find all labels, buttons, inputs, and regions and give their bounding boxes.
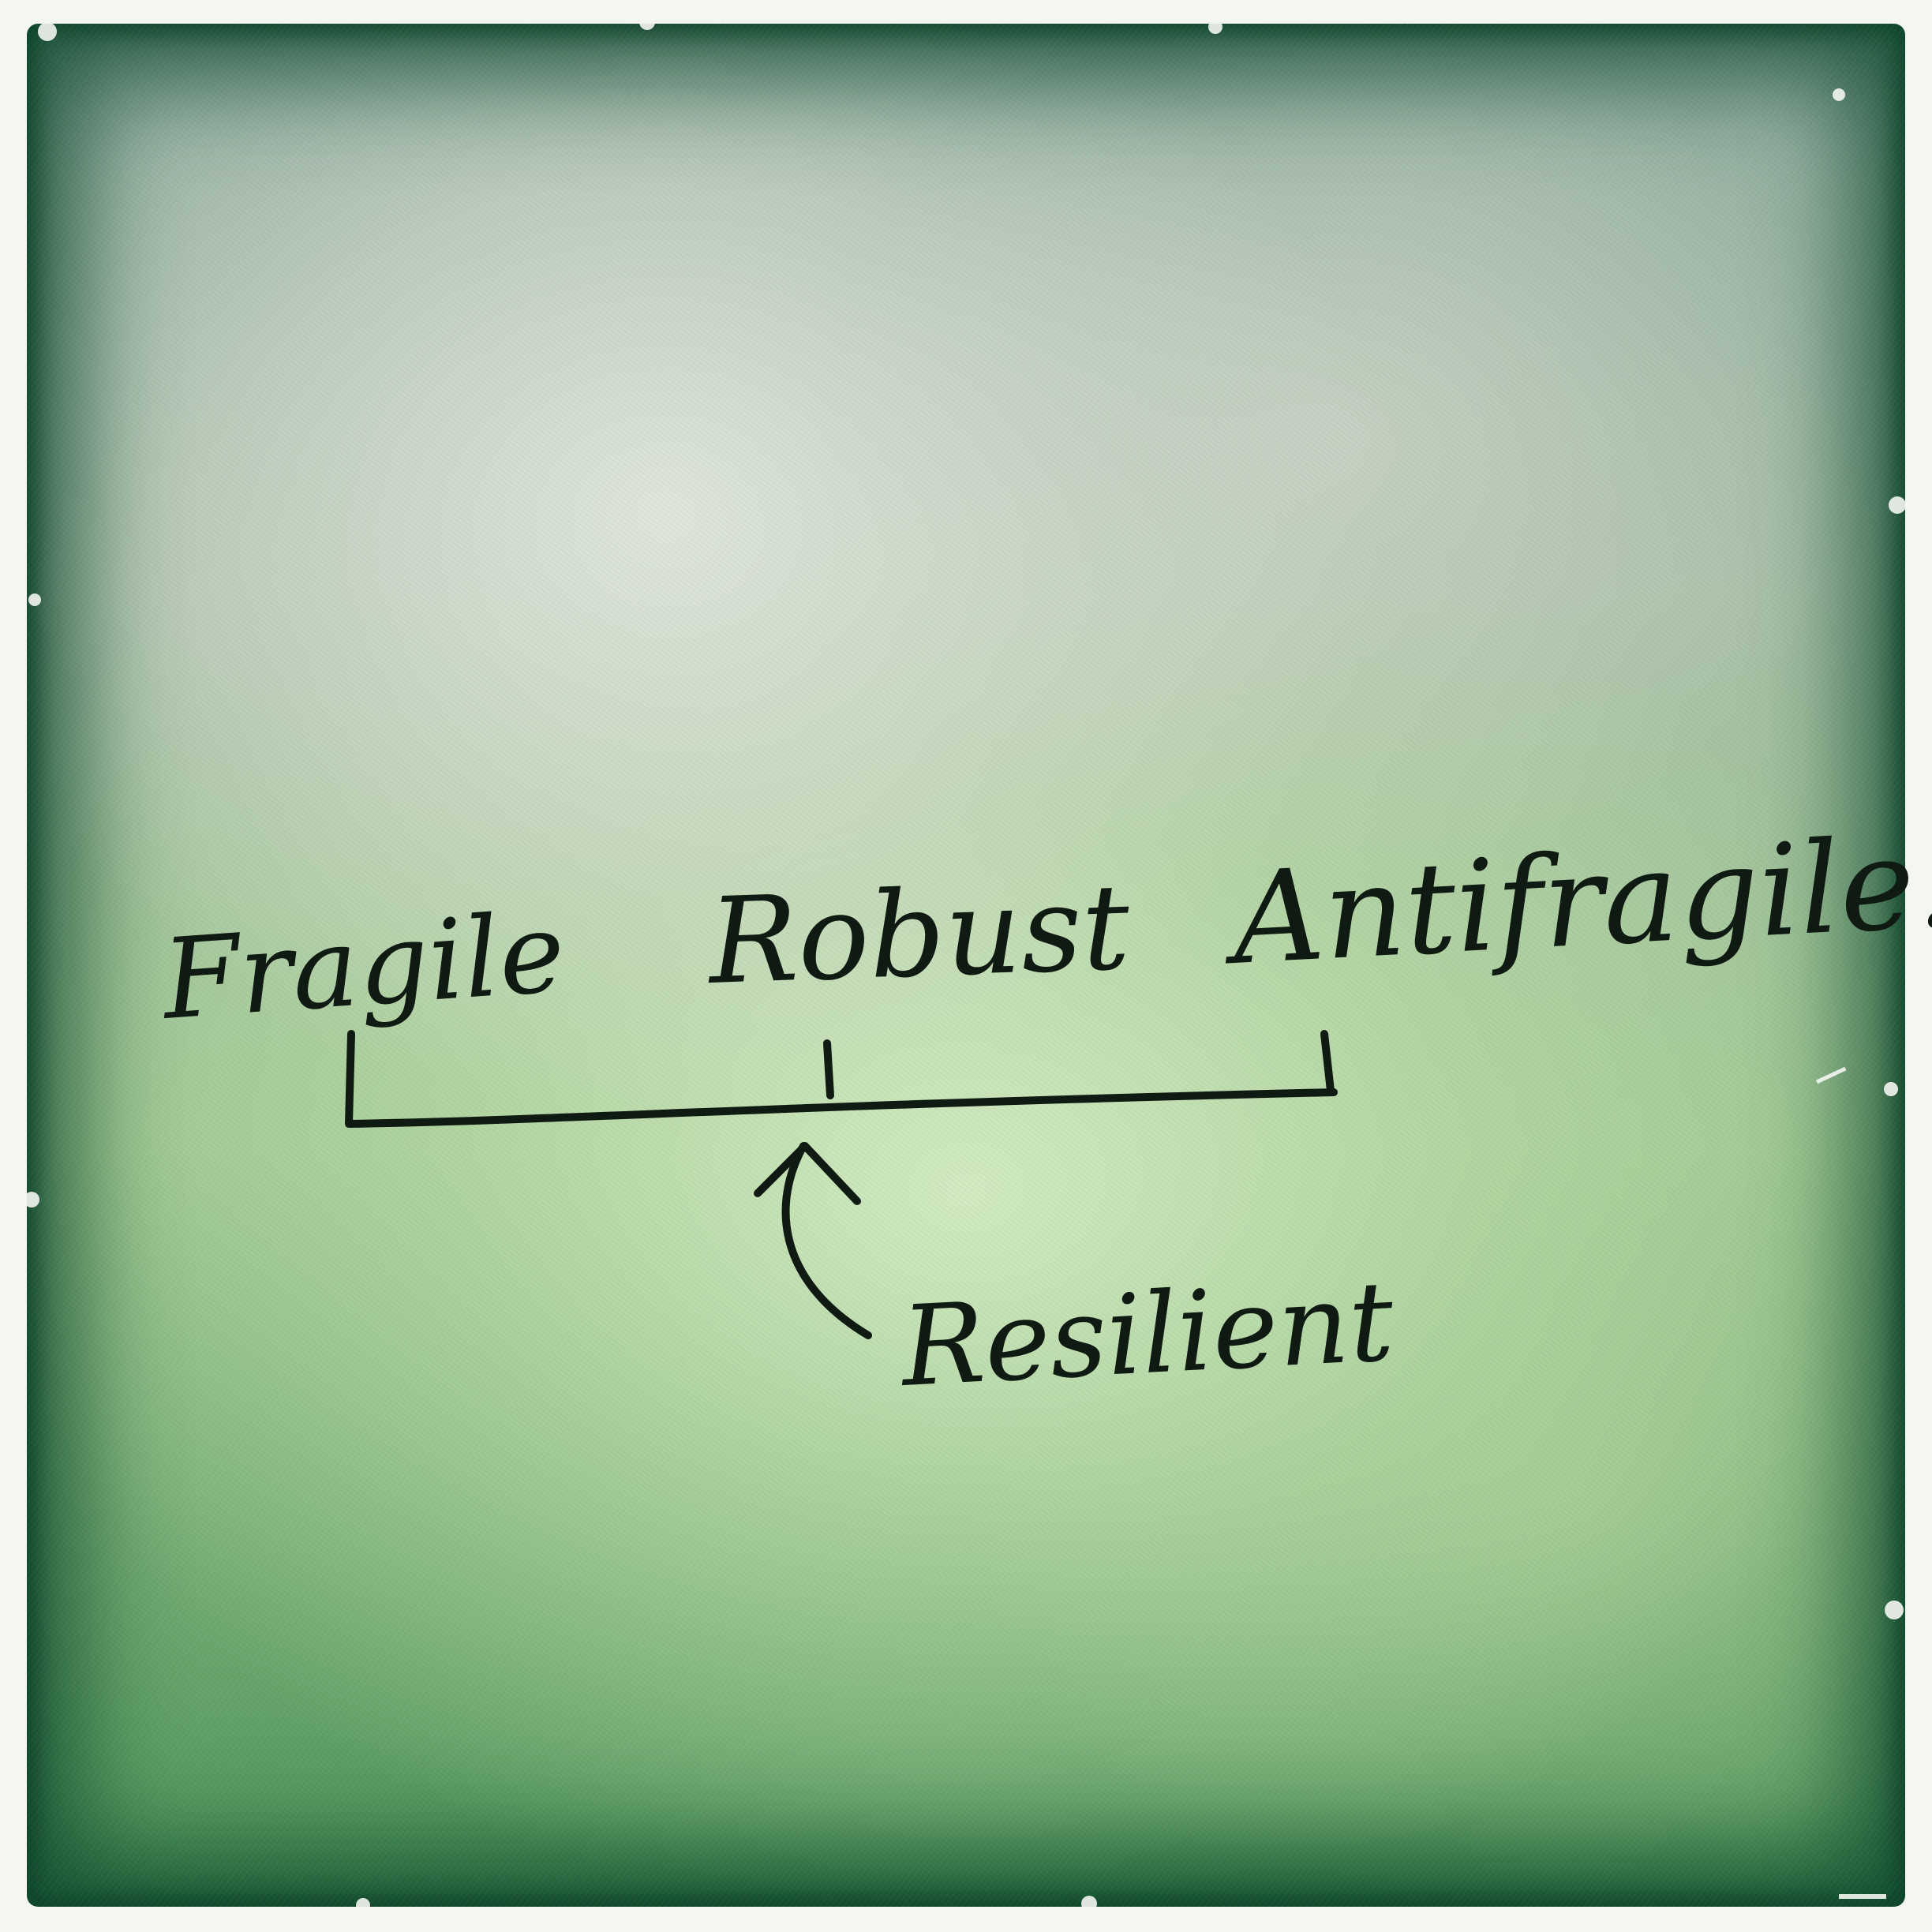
label-resilient: Resilient — [896, 1257, 1397, 1412]
label-antifragile: Antifragile. — [1219, 807, 1932, 993]
arrow-head-icon — [754, 1142, 861, 1205]
label-fragile: Fragile — [156, 889, 569, 1045]
label-robust: Robust — [704, 859, 1133, 1011]
tick-antifragile — [1320, 1030, 1335, 1095]
tick-robust — [823, 1039, 834, 1099]
arrow-shaft — [781, 1142, 872, 1339]
scale-axis-line — [345, 1030, 1338, 1128]
watercolor-paper — [27, 24, 1905, 1907]
paper-texture — [27, 24, 1905, 1907]
